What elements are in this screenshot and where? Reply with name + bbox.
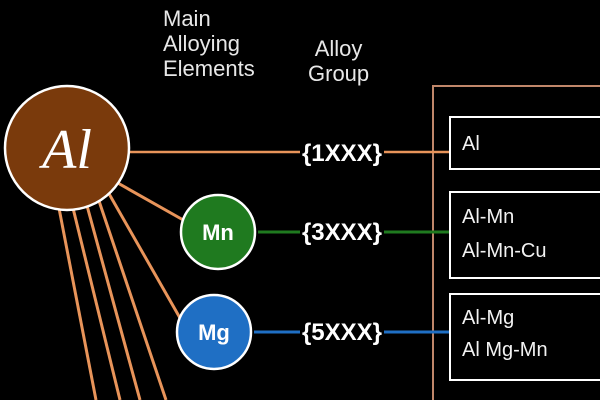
alloy-name: Al-Mn-Cu — [462, 240, 547, 262]
alloy-box-al — [449, 116, 600, 170]
header-line: Elements — [163, 56, 255, 81]
al-to-mg-line — [106, 191, 182, 319]
alloy-name: Al-Mn — [462, 206, 515, 228]
al-node — [3, 84, 131, 212]
group-5xxx-label: {5XXX} — [302, 319, 382, 346]
alloy-name: Al Mg-Mn — [462, 339, 548, 361]
al-fan-line — [70, 203, 122, 400]
alloy-list-al: Al — [462, 132, 480, 156]
mn-node — [179, 193, 257, 271]
al-fan-line — [56, 202, 98, 400]
header-line: Group — [308, 61, 370, 86]
al-fan-line — [84, 201, 142, 400]
header-line: Main — [163, 6, 211, 31]
al-fan-line — [96, 197, 168, 400]
al-to-mn-line — [115, 180, 186, 223]
alloy-group-header: Alloy Group — [308, 36, 369, 86]
group-1xxx-label: {1XXX} — [302, 140, 382, 167]
mg-node — [175, 293, 253, 371]
mn-node-label: Mn — [202, 220, 234, 245]
alloy-list-mn: Al-Mn Al-Mn-Cu — [462, 205, 546, 263]
alloy-box-al-mn — [449, 191, 600, 279]
alloy-list-mg: Al-Mg Al Mg-Mn — [462, 306, 548, 362]
alloy-outer-box — [432, 85, 600, 400]
alloy-box-al-mg — [449, 293, 600, 381]
group-3xxx-label: {3XXX} — [302, 219, 382, 246]
mg-node-label: Mg — [198, 320, 230, 345]
main-alloying-elements-header: Main Alloying Elements — [163, 6, 255, 81]
header-line: Alloying — [163, 31, 241, 56]
alloy-name: Al — [462, 133, 480, 155]
header-line: Alloy — [314, 36, 363, 61]
al-node-label: Al — [38, 119, 92, 181]
alloy-name: Al-Mg — [462, 307, 515, 329]
